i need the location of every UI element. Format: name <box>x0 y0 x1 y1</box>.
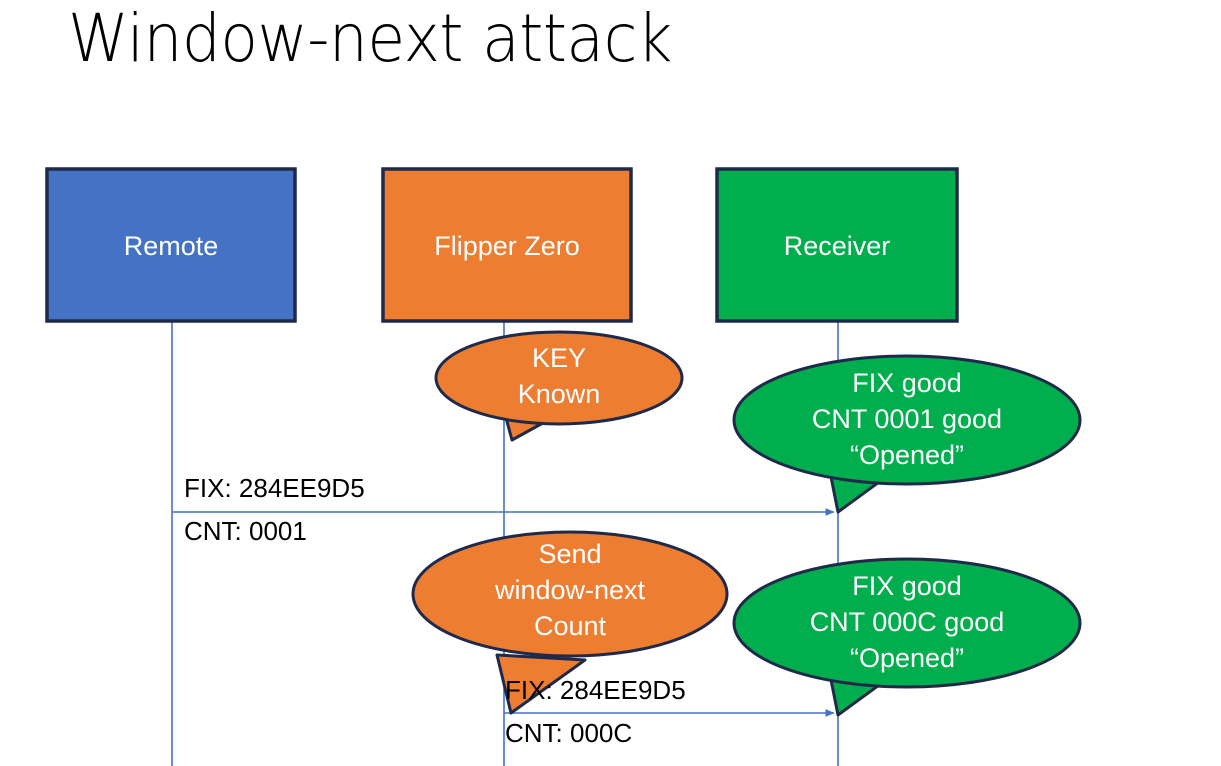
message-label-1-cnt: CNT: 0001 <box>184 516 307 546</box>
callout-text-receiver-ack-1: FIX good CNT 0001 good “Opened” <box>734 366 1080 474</box>
callout-line: Known <box>517 378 601 409</box>
callout-text-send-window-next: Send window-next Count <box>413 537 727 645</box>
callout-line: window-next <box>494 574 646 605</box>
lane-box-remote[interactable] <box>45 167 297 323</box>
callout-bubble-receiver-ack-2[interactable] <box>732 557 1082 689</box>
lane-label-flipper: Flipper Zero <box>434 231 580 261</box>
callout-line: KEY <box>531 343 587 373</box>
message-label-2-cnt: CNT: 000C <box>505 718 633 748</box>
message-label-2-fix: FIX: 284EE9D5 <box>505 675 686 705</box>
callout-bubble-send-window-next[interactable] <box>411 530 729 658</box>
page-title: Window-next attack <box>68 0 672 77</box>
callout-bubble-key-known[interactable] <box>434 330 684 426</box>
lane-box-flipper[interactable] <box>381 167 633 323</box>
callout-text-receiver-ack-2: FIX good CNT 000C good “Opened” <box>734 569 1080 677</box>
lane-box-receiver[interactable] <box>715 167 959 323</box>
callout-line: FIX good <box>852 368 962 398</box>
lane-label-receiver: Receiver <box>783 231 891 261</box>
callout-line: Count <box>533 610 607 641</box>
callout-line: CNT 0001 good <box>811 403 1003 434</box>
message-label-1-fix: FIX: 284EE9D5 <box>184 473 365 503</box>
callout-line: CNT 000C good <box>809 606 1005 637</box>
lane-label-remote: Remote <box>123 231 219 261</box>
callout-text-key-known: KEY Known <box>436 341 682 413</box>
callout-line: Send <box>538 539 602 569</box>
callout-bubble-receiver-ack-1[interactable] <box>732 354 1082 486</box>
callout-line: FIX good <box>852 571 962 601</box>
callout-tail-send-window-next <box>495 653 587 715</box>
callout-line: “Opened” <box>849 642 965 673</box>
callout-line: “Opened” <box>849 439 965 470</box>
